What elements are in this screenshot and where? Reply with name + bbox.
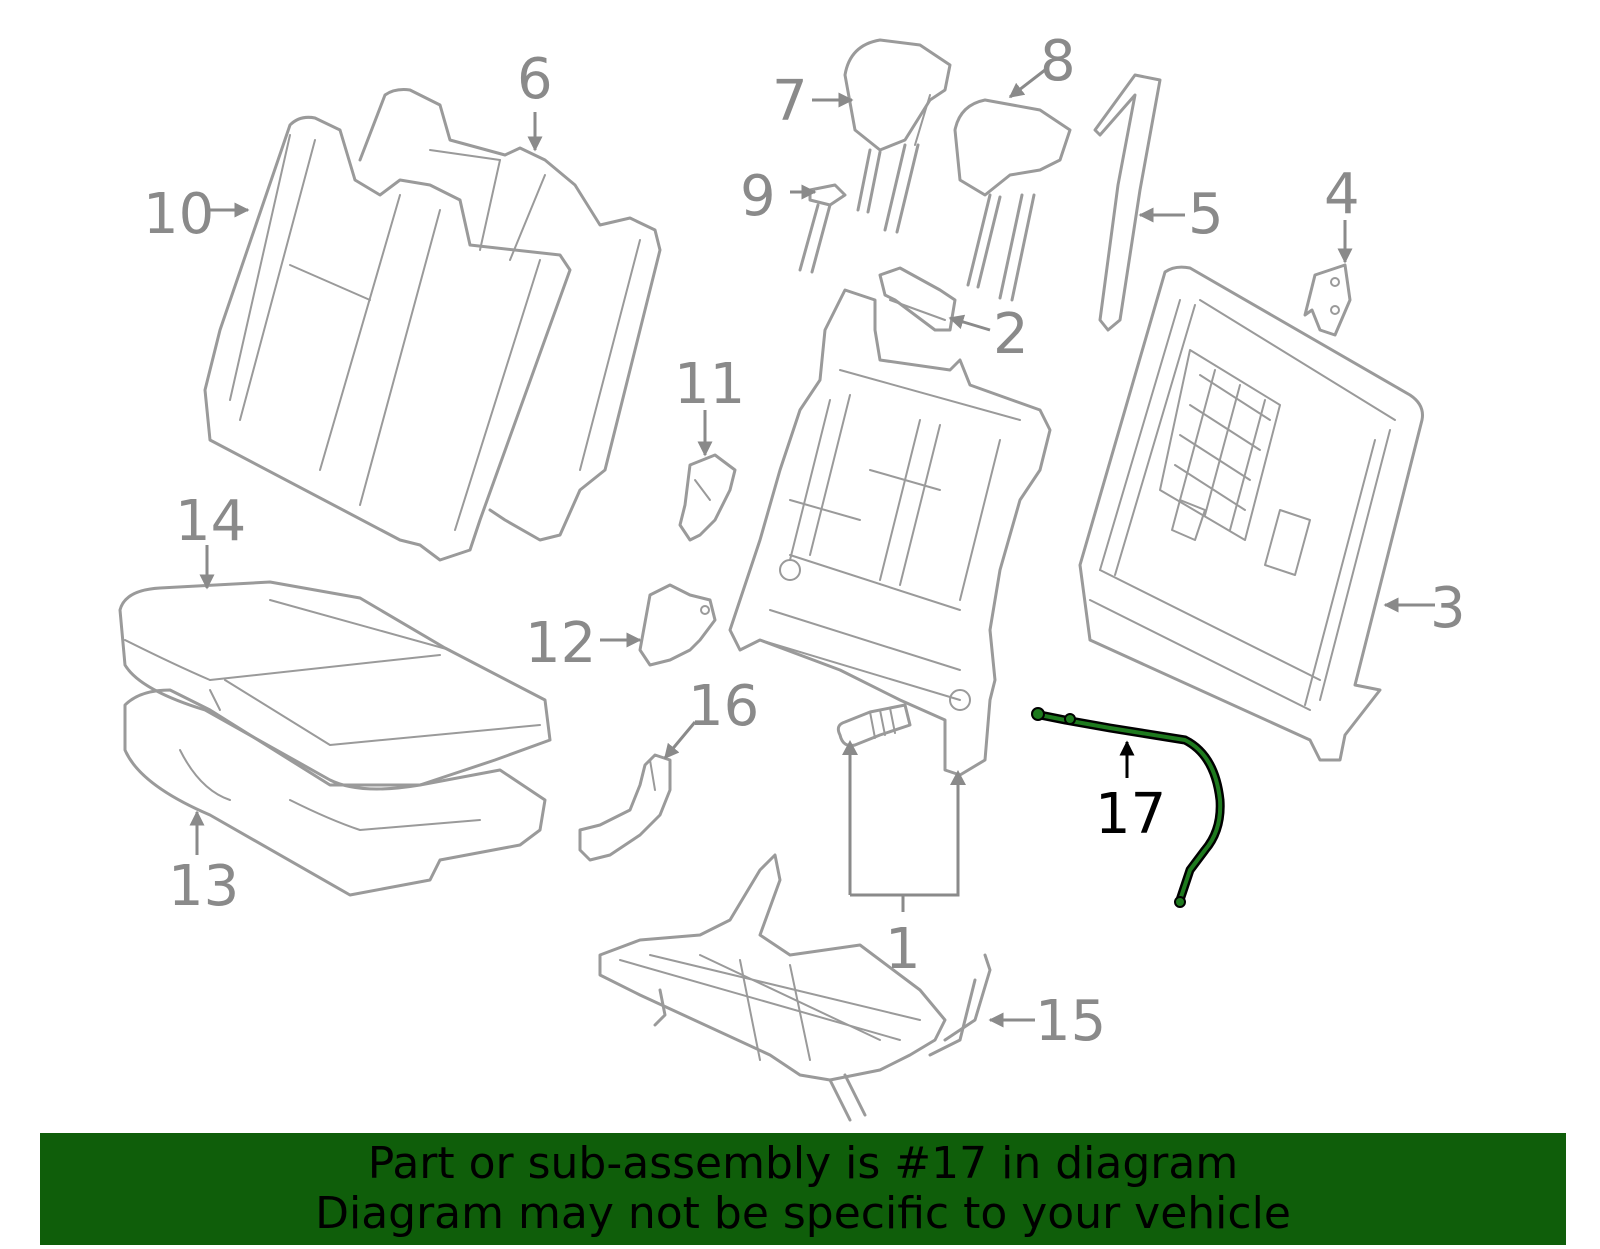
callout-6: 6 bbox=[517, 47, 553, 112]
part-17-release-cable bbox=[1031, 707, 1225, 908]
callout-16: 16 bbox=[688, 674, 759, 739]
callout-17-highlighted: 17 bbox=[1095, 782, 1166, 847]
callout-1: 1 bbox=[885, 917, 921, 982]
part-3-seat-back-board bbox=[1078, 265, 1424, 762]
callout-arrows bbox=[189, 68, 1435, 1028]
callout-10: 10 bbox=[143, 182, 214, 247]
part-5-trim-strip bbox=[1093, 73, 1162, 332]
part-12-bracket bbox=[638, 583, 717, 667]
part-9-guide bbox=[798, 183, 847, 274]
callout-5: 5 bbox=[1188, 182, 1224, 247]
banner-line-disclaimer: Diagram may not be specific to your vehi… bbox=[315, 1188, 1291, 1239]
part-7-headrest bbox=[843, 38, 952, 234]
callout-8: 8 bbox=[1040, 29, 1076, 94]
banner-line-part: Part or sub-assembly is #17 in diagram bbox=[367, 1138, 1239, 1189]
part-16-trim-cover bbox=[578, 753, 672, 862]
callout-13: 13 bbox=[168, 854, 239, 919]
part-10-seat-back-cover bbox=[203, 115, 572, 562]
part-14-seat-cushion-cover bbox=[118, 580, 552, 791]
callout-9: 9 bbox=[740, 164, 776, 229]
callout-3: 3 bbox=[1430, 576, 1466, 641]
callout-12: 12 bbox=[525, 611, 596, 676]
callout-11: 11 bbox=[674, 352, 745, 417]
callout-14: 14 bbox=[175, 489, 246, 554]
part-8-headrest bbox=[953, 98, 1072, 302]
callout-7: 7 bbox=[772, 69, 808, 134]
callout-labels: 10 6 7 8 9 5 4 2 11 12 3 14 13 16 1 15 1… bbox=[143, 29, 1466, 1054]
part-1-seat-back-frame bbox=[728, 288, 1052, 777]
part-15-seat-cushion-frame bbox=[598, 853, 992, 1122]
part-6-seat-back-cover bbox=[358, 88, 662, 542]
part-1-spring bbox=[836, 703, 912, 747]
callout-15: 15 bbox=[1035, 989, 1106, 1054]
part-11-bracket bbox=[678, 453, 737, 542]
part-13-seat-cushion-pad bbox=[123, 688, 547, 897]
part-2-hinge-plate bbox=[878, 266, 957, 332]
callout-4: 4 bbox=[1324, 162, 1360, 227]
callout-2: 2 bbox=[993, 302, 1029, 367]
part-4-bracket bbox=[1303, 263, 1352, 337]
info-banner: Part or sub-assembly is #17 in diagram D… bbox=[40, 1133, 1566, 1245]
